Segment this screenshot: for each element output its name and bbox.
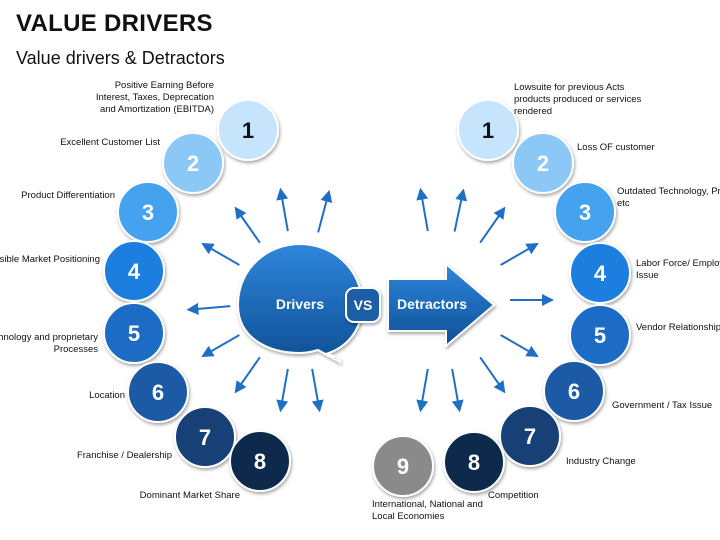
detractor-label-3: Outdated Technology, Product, etc [617,186,720,209]
detractors-label: Detractors [397,296,467,312]
driver-label-6: Location [89,390,125,401]
driver-number-2: 2 [187,151,199,176]
detractors-ray-3 [479,206,506,244]
driver-number-5: 5 [128,321,140,346]
detractor-circle-1 [457,99,519,161]
detractor-label-9: International, National and Local Econom… [372,499,483,522]
detractor-number-2: 2 [537,151,549,176]
detractors-ray-4 [500,243,539,266]
driver-number-6: 6 [152,380,164,405]
driver-number-1: 1 [242,118,254,143]
driver-label-1: Positive Earning Before Interest, Taxes,… [95,80,214,115]
drivers-ray-6 [201,334,240,358]
detractors-ray-1 [416,187,429,232]
vs-label: VS [354,297,373,313]
detractor-number-5: 5 [594,323,606,348]
detractor-number-1: 1 [482,118,494,143]
drivers-ray-8 [276,368,289,413]
detractor-label-2: Loss OF customer [577,142,655,153]
detractor-number-7: 7 [524,424,536,449]
detractor-circle-5 [569,304,631,366]
detractor-label-7: Industry Change [566,456,636,467]
detractor-number-6: 6 [568,379,580,404]
detractor-circle-9 [372,435,434,497]
detractor-circle-3 [554,181,616,243]
driver-circle-8 [229,430,291,492]
drivers-ray-9 [311,368,324,413]
detractor-circle-6 [543,360,605,422]
driver-label-5: Technology and proprietary Processes [0,332,98,355]
detractor-label-6: Government / Tax Issue [612,400,713,411]
driver-circle-6 [127,361,189,423]
drivers-ray-1 [317,189,333,233]
driver-circle-1 [217,99,279,161]
detractors-circles: 1 2 3 4 5 6 7 8 9 [372,99,631,497]
driver-number-3: 3 [142,200,154,225]
driver-number-7: 7 [199,425,211,450]
page-subtitle: Value drivers & Detractors [16,48,225,68]
detractor-number-9: 9 [397,454,409,479]
detractors-ray-8 [451,368,464,413]
detractors-arrow [387,261,496,349]
detractors-ray-9 [416,368,429,413]
drivers-ray-2 [276,187,289,232]
driver-circle-7 [174,406,236,468]
detractor-circle-7 [499,405,561,467]
detractors-ray-2 [453,188,468,232]
driver-circle-5 [103,302,165,364]
detractors-ray-7 [479,356,506,394]
driver-label-3: Product Differentiation [21,190,115,201]
vs-badge [345,287,381,323]
drivers-ray-5 [186,302,231,315]
detractor-label-1: Lowsuite for previous Acts products prod… [514,82,642,117]
drivers-label: Drivers [276,296,324,312]
page-title: VALUE DRIVERS [16,10,213,37]
detractor-label-5: Vendor Relationships [636,322,720,333]
drivers-ray-3 [234,206,261,244]
detractor-number-3: 3 [579,200,591,225]
detractor-circle-2 [512,132,574,194]
driver-number-8: 8 [254,449,266,474]
driver-label-7: Franchise / Dealership [76,450,172,461]
driver-circle-2 [162,132,224,194]
detractor-label-4: Labor Force/ Employment Issue [636,258,720,281]
detractor-label-8: Competition [488,490,539,501]
driver-label-2: Excellent Customer List [60,137,160,148]
drivers-bubble [236,242,364,364]
driver-label-4: Defensible Market Positioning [0,254,100,265]
detractors-ray-6 [500,334,539,357]
driver-circle-4 [103,240,165,302]
drivers-circles: 1 2 3 4 5 6 7 8 [103,99,291,492]
drivers-rays [186,187,333,413]
driver-number-4: 4 [128,259,141,284]
detractor-circle-4 [569,242,631,304]
detractor-number-4: 4 [594,261,607,286]
driver-circle-3 [117,181,179,243]
driver-label-8: Dominant Market Share [139,490,240,501]
drivers-ray-7 [234,356,261,394]
drivers-ray-4 [201,242,240,266]
detractor-circle-8 [443,431,505,493]
detractors-rays [416,187,554,413]
detractor-number-8: 8 [468,450,480,475]
